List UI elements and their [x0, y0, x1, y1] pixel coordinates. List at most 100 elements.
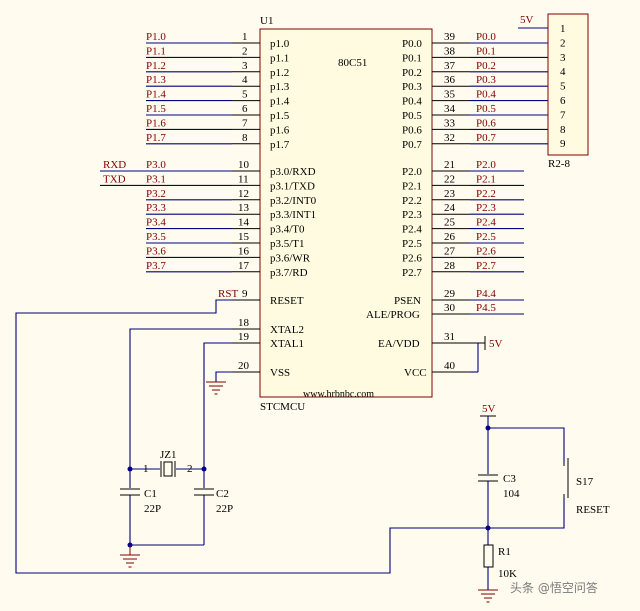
pin-name: p3.5/T1 — [270, 238, 305, 250]
pin-30-number: 30 — [444, 302, 456, 314]
net-label: P3.5 — [146, 231, 166, 243]
pin-name: P2.7 — [402, 267, 422, 279]
switch-bottom-wire — [488, 498, 565, 529]
crystal-jz1: JZ1 1 2 — [143, 449, 193, 477]
net-label: P1.3 — [146, 74, 166, 86]
pin-number: 25 — [444, 217, 456, 229]
net-label: P0.5 — [476, 103, 496, 115]
pin-name: p3.7/RD — [270, 267, 308, 279]
mcu-u1: U1 80C51 STCMCU www.hrbnbc.com — [259, 15, 433, 413]
pin-9-name: RESET — [270, 295, 304, 307]
r1-body — [483, 544, 494, 568]
pin-name: p3.6/WR — [270, 252, 311, 264]
net-label: P2.1 — [476, 173, 496, 185]
ea-power-label: 5V — [489, 338, 503, 350]
net-label: P2.0 — [476, 159, 496, 171]
mcu-part-number: 80C51 — [338, 57, 367, 69]
net-label: P1.1 — [146, 45, 166, 57]
pin-name: P2.0 — [402, 166, 422, 178]
crystal-pin2: 2 — [187, 463, 193, 475]
watermark-text: 头条 @悟空问答 — [510, 580, 598, 595]
ground-icon — [478, 589, 498, 603]
xtal2-wire — [129, 328, 232, 469]
c1-value: 22P — [144, 503, 161, 515]
c2-designator: C2 — [216, 488, 229, 500]
pin-name: p1.7 — [270, 139, 290, 151]
pin-name: P2.4 — [402, 224, 422, 236]
pin-number: 5 — [242, 89, 248, 101]
mcu-website: www.hrbnbc.com — [303, 389, 374, 400]
pin-40-number: 40 — [444, 360, 456, 372]
pin-29-number: 29 — [444, 288, 456, 300]
pin-number: 1 — [242, 31, 248, 43]
connector-power-label: 5V — [520, 14, 534, 26]
special-left-pins: 9 RESET RST 18 XTAL2 19 XTAL1 20 VSS — [218, 288, 304, 379]
connector-pin-number: 7 — [560, 109, 566, 121]
crystal-element — [163, 461, 173, 477]
pin-name: P0.7 — [402, 139, 422, 151]
connector-pin-number: 6 — [560, 95, 566, 107]
net-label: P3.1 — [146, 173, 166, 185]
pin-number: 28 — [444, 260, 456, 272]
pin-name: P2.3 — [402, 209, 422, 221]
pin-19-name: XTAL1 — [270, 338, 304, 350]
net-label: P2.7 — [476, 260, 496, 272]
pin-20-name: VSS — [270, 367, 290, 379]
c1-designator: C1 — [144, 488, 157, 500]
pin-number: 39 — [444, 31, 456, 43]
pin-number: 32 — [444, 132, 455, 144]
pin-name: p1.6 — [270, 124, 290, 136]
pin-29-name: PSEN — [394, 295, 421, 307]
pin-number: 7 — [242, 117, 248, 129]
capacitor-c3: C3 104 — [478, 473, 520, 545]
pin-number: 12 — [238, 188, 249, 200]
pin-18-number: 18 — [238, 317, 250, 329]
pin-name: P0.4 — [402, 96, 422, 108]
pin-20-number: 20 — [238, 360, 250, 372]
c2-value: 22P — [216, 503, 233, 515]
mcu-body — [259, 28, 433, 398]
special-right-pins: 29 PSEN P4.4 30 ALE/PROG P4.5 31 EA/VDD … — [366, 288, 524, 379]
pin-31-number: 31 — [444, 331, 455, 343]
pin-number: 10 — [238, 159, 250, 171]
net-label: P0.6 — [476, 117, 496, 129]
pin-number: 3 — [242, 60, 248, 72]
net-label: P0.0 — [476, 31, 496, 43]
pin-9-number: 9 — [242, 288, 248, 300]
vss-wire — [215, 371, 232, 382]
pin-number: 22 — [444, 173, 455, 185]
net-label: P0.3 — [476, 74, 496, 86]
left-port-pins: 1p1.0P1.02p1.1P1.13p1.2P1.24p1.3P1.35p1.… — [100, 31, 317, 279]
ground-icon — [120, 545, 140, 568]
pin-number: 38 — [444, 45, 456, 57]
pin-number: 2 — [242, 45, 248, 57]
pin-19-number: 19 — [238, 331, 250, 343]
pin-30-name: ALE/PROG — [366, 309, 420, 321]
net-label: P3.7 — [146, 260, 166, 272]
net-label: P1.7 — [146, 132, 166, 144]
switch-designator: S17 — [576, 476, 594, 488]
net-label: P3.6 — [146, 245, 166, 257]
net-label: P1.0 — [146, 31, 166, 43]
pin-name: P0.2 — [402, 67, 422, 79]
connector-pin-number: 3 — [560, 52, 566, 64]
pin-number: 13 — [238, 202, 250, 214]
net-label: P1.6 — [146, 117, 166, 129]
pin-number: 6 — [242, 103, 248, 115]
pin-number: 36 — [444, 74, 456, 86]
pin-name: P0.0 — [402, 38, 422, 50]
pin-name: P0.5 — [402, 110, 422, 122]
connector-pin-number: 9 — [560, 138, 566, 150]
reset-circuit: 5V C3 104 S17 RESET R1 10K — [478, 403, 610, 603]
pin-number: 26 — [444, 231, 456, 243]
c3-designator: C3 — [503, 473, 516, 485]
pin-name: P2.2 — [402, 195, 422, 207]
right-port-pins: 39P0.0P0.038P0.1P0.137P0.2P0.236P0.3P0.3… — [402, 31, 548, 279]
pin-number: 17 — [238, 260, 250, 272]
net-label: P1.2 — [146, 60, 166, 72]
pin-name: p1.3 — [270, 81, 290, 93]
net-label: P2.6 — [476, 245, 496, 257]
connector-pin-number: 5 — [560, 81, 566, 93]
pin-number: 16 — [238, 245, 250, 257]
reset-power-label: 5V — [482, 403, 496, 415]
